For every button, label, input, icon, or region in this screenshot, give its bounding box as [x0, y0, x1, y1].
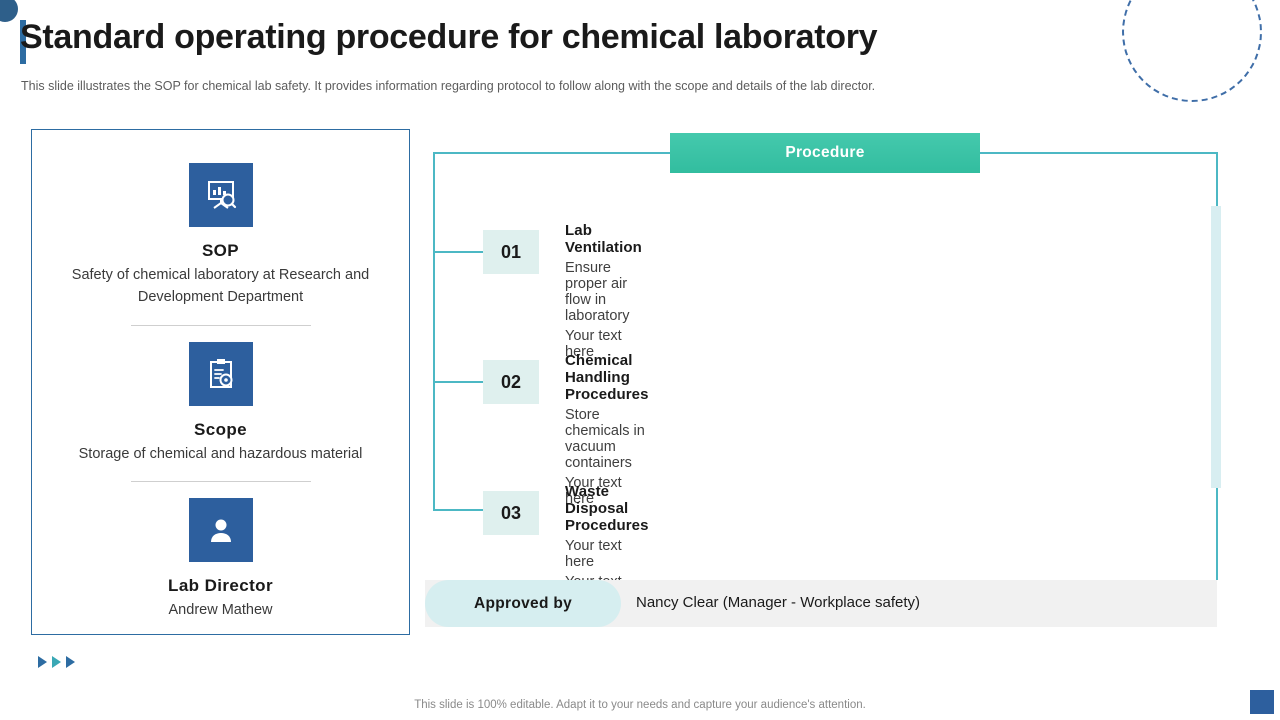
bracket-left-line: [433, 152, 435, 510]
card-block-title: Lab Director: [168, 576, 273, 596]
step-title: Waste Disposal Procedures: [565, 483, 649, 534]
card-block-desc: Storage of chemical and hazardous materi…: [78, 445, 363, 462]
decor-arrows: [38, 656, 75, 668]
procedure-header: Procedure: [670, 133, 980, 173]
step-line-1: Store chemicals in vacuum containers: [565, 407, 645, 471]
card-divider-2: [130, 481, 311, 483]
presentation-chart-search-icon: [188, 163, 253, 227]
step-line-1: Ensure proper air flow in laboratory: [565, 260, 630, 324]
card-block-title: SOP: [201, 241, 240, 260]
card-block-desc: Safety of chemical laboratory at Researc…: [71, 267, 370, 305]
card-block-lab-director: Lab Director Andrew Mathew: [32, 498, 409, 622]
step-line-1: Your text here: [565, 538, 622, 570]
sop-info-card: SOP Safety of chemical laboratory at Res…: [31, 129, 410, 635]
person-icon: [188, 498, 253, 563]
arrow-icon-2: [52, 656, 61, 668]
step-connector-1: [433, 251, 483, 253]
decor-dashed-circle: [1122, 0, 1262, 102]
page-subtitle: This slide illustrates the SOP for chemi…: [21, 79, 876, 93]
card-block-scope: Scope Storage of chemical and hazardous …: [32, 341, 409, 466]
step-number: 03: [483, 491, 539, 535]
arrow-icon-1: [38, 656, 47, 668]
clipboard-gear-icon: [188, 341, 253, 406]
card-block-title: Scope: [193, 419, 248, 439]
footer-note: This slide is 100% editable. Adapt it to…: [414, 699, 866, 711]
step-body: Chemical Handling Procedures Store chemi…: [565, 352, 649, 507]
step-number: 01: [483, 230, 539, 274]
title-accent-bar: [20, 20, 26, 64]
step-number: 02: [483, 360, 539, 404]
bracket-bottom-line: [433, 509, 483, 511]
step-line-2: Your text here: [565, 328, 622, 360]
step-line-2: Your text here: [565, 475, 622, 507]
page-title: Standard operating procedure for chemica…: [20, 18, 878, 56]
step-title: Chemical Handling Procedures: [565, 352, 649, 403]
decor-bottom-right-square: [1250, 690, 1274, 714]
card-block-sop: SOP Safety of chemical laboratory at Res…: [32, 163, 409, 309]
card-divider-1: [130, 324, 311, 326]
card-block-desc: Andrew Mathew: [168, 602, 273, 619]
step-title: Lab Ventilation: [565, 222, 642, 256]
approved-by-label: Approved by: [425, 580, 621, 627]
decor-corner-dot: [0, 0, 18, 22]
step-connector-2: [433, 381, 483, 383]
arrow-icon-3: [66, 656, 75, 668]
approved-by-value: Nancy Clear (Manager - Workplace safety): [636, 594, 920, 611]
step-body: Lab Ventilation Ensure proper air flow i…: [565, 222, 642, 360]
progress-rail: [1211, 206, 1221, 488]
